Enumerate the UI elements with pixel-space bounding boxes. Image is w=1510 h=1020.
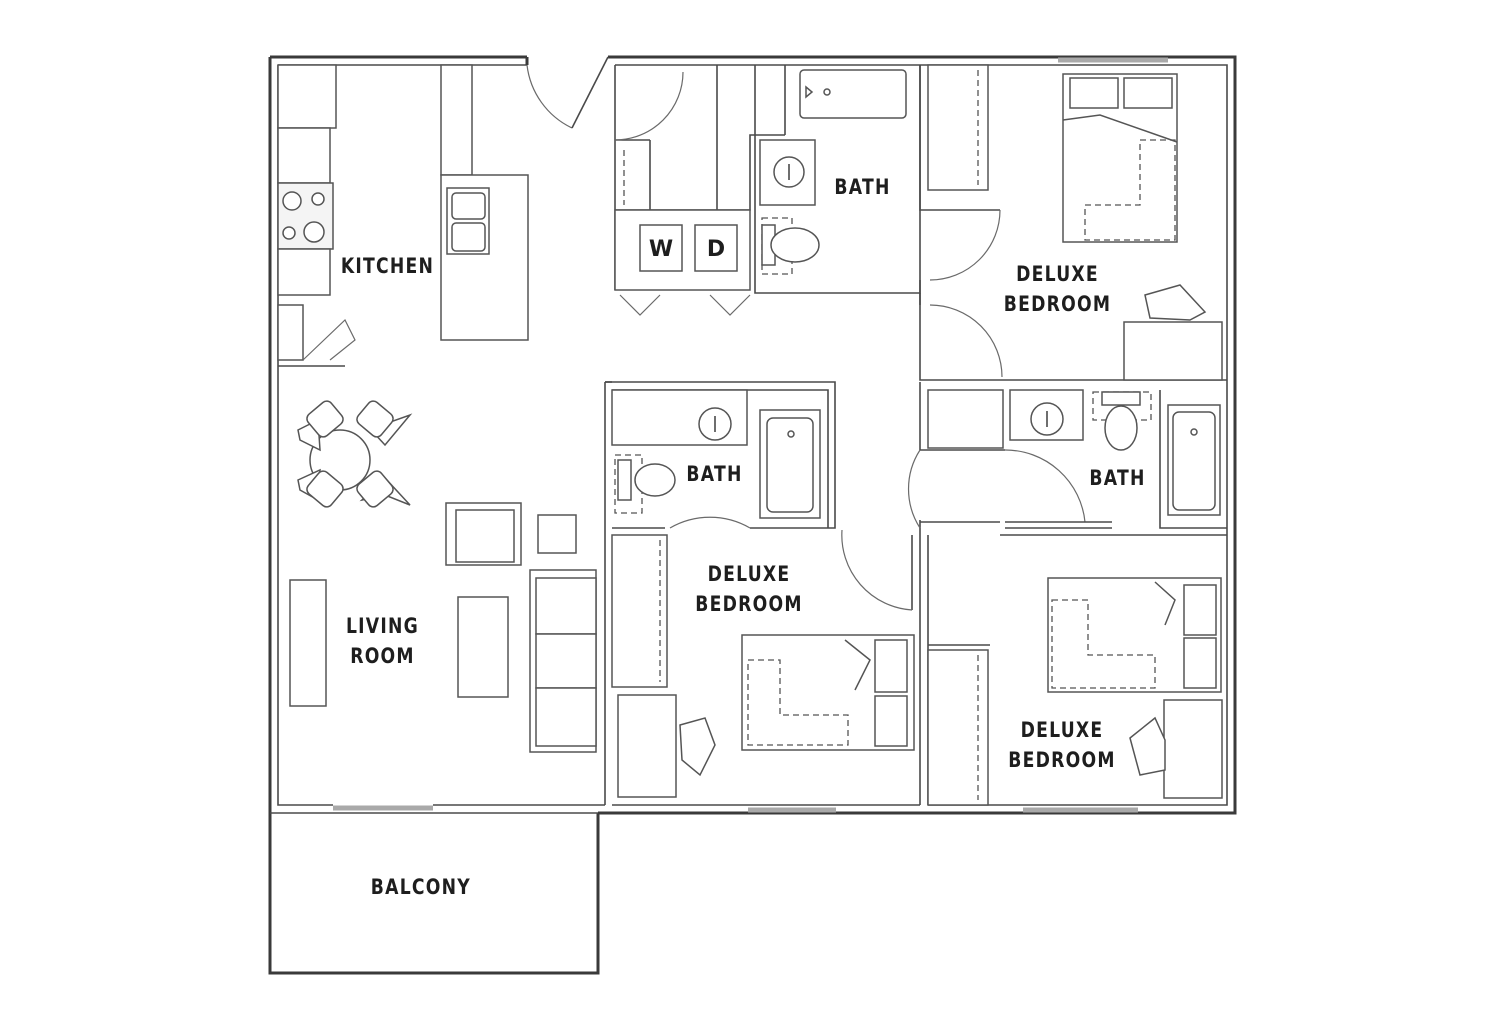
tv-console bbox=[289, 579, 327, 707]
kitchen-label: KITCHEN bbox=[340, 251, 434, 281]
toilet bbox=[770, 227, 820, 263]
bath-center-label: BATH bbox=[680, 459, 750, 489]
bedroom-bottom-right-label: DELUXE BEDROOM bbox=[1005, 715, 1118, 775]
bath-center-label-text: BATH bbox=[686, 462, 743, 486]
desk-center bbox=[617, 694, 677, 798]
balcony-label: BALCONY bbox=[370, 872, 471, 902]
bath-right bbox=[907, 382, 1227, 536]
washer bbox=[639, 224, 683, 272]
exterior-walls bbox=[268, 55, 1237, 975]
bath-top-label: BATH bbox=[828, 172, 898, 202]
windows bbox=[333, 57, 1168, 813]
bath-top bbox=[754, 65, 921, 294]
fridge bbox=[277, 304, 304, 361]
desk bbox=[1123, 321, 1223, 381]
bedroom-top-right bbox=[919, 64, 1227, 381]
toilet-right bbox=[1104, 405, 1138, 451]
balcony-label-text: BALCONY bbox=[370, 875, 471, 899]
washer-label: W bbox=[649, 237, 673, 262]
bathtub bbox=[799, 69, 907, 119]
living-room-label-line1: LIVING bbox=[345, 614, 420, 638]
bedroom-bottom-right-label-line1: DELUXE bbox=[1020, 718, 1104, 742]
desk-chair bbox=[1144, 284, 1207, 321]
dining-set bbox=[297, 400, 413, 508]
desk-chair-bottom-right bbox=[1129, 716, 1166, 776]
desk-bottom-right bbox=[1163, 699, 1223, 799]
bath-right-label-text: BATH bbox=[1089, 466, 1146, 490]
kitchen-label-text: KITCHEN bbox=[340, 254, 435, 278]
bedroom-center-label-line2: BEDROOM bbox=[695, 592, 803, 616]
bath-center bbox=[604, 381, 836, 805]
living-room-label-line2: ROOM bbox=[350, 644, 415, 668]
dryer-label: D bbox=[707, 237, 725, 262]
desk-chair-center bbox=[679, 717, 716, 777]
bedroom-top-right-label-line1: DELUXE bbox=[1016, 262, 1099, 286]
side-table bbox=[537, 514, 577, 554]
kitchen-area bbox=[277, 64, 529, 367]
toilet-center bbox=[634, 463, 676, 497]
bath-right-label: BATH bbox=[1083, 463, 1153, 493]
coffee-table bbox=[457, 596, 509, 698]
bedroom-center-label: DELUXE BEDROOM bbox=[692, 559, 805, 619]
living-room-label: LIVING ROOM bbox=[339, 611, 425, 671]
bedroom-bottom-right bbox=[927, 535, 1223, 806]
entry-door bbox=[525, 56, 609, 129]
bedroom-bottom-right-label-line2: BEDROOM bbox=[1008, 748, 1116, 772]
dryer bbox=[694, 224, 738, 272]
bedroom-top-right-label-line2: BEDROOM bbox=[1003, 292, 1112, 316]
bedroom-top-right-label: DELUXE BEDROOM bbox=[1002, 259, 1113, 319]
bedroom-center bbox=[611, 520, 921, 805]
bath-top-label-text: BATH bbox=[834, 175, 891, 199]
living-furniture bbox=[289, 502, 597, 753]
hallway-walls bbox=[605, 293, 921, 383]
laundry-area: W D bbox=[614, 65, 785, 316]
bedroom-center-label-line1: DELUXE bbox=[707, 562, 791, 586]
